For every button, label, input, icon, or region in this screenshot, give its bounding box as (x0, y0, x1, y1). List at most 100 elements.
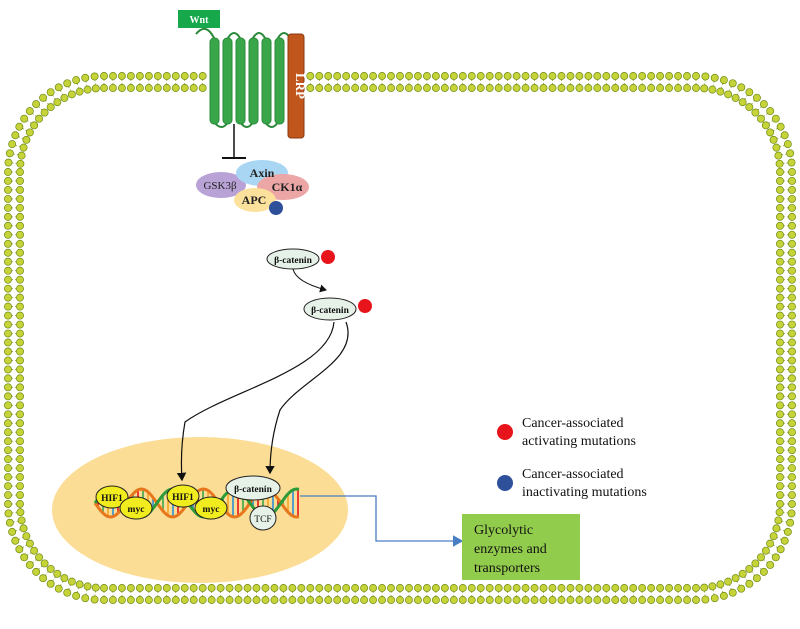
phospholipid-head (788, 230, 796, 239)
phospholipid-head (171, 72, 180, 80)
phospholipid-head (378, 584, 387, 592)
phospholipid-head (270, 584, 279, 592)
phospholipid-head (776, 374, 784, 383)
phospholipid-head (548, 72, 557, 80)
phospholipid-head (378, 72, 387, 80)
phospholipid-head (449, 596, 458, 604)
phospholipid-head (4, 356, 12, 365)
phospholipid-head (745, 103, 754, 112)
phospholipid-head (548, 584, 557, 592)
phospholipid-head (752, 574, 761, 583)
phospholipid-head (216, 584, 225, 592)
phospholipid-head (16, 401, 24, 410)
phospholipid-head (738, 98, 747, 107)
phospholipid-head (63, 79, 72, 88)
phospholipid-head (32, 567, 41, 576)
phospholipid-head (270, 596, 279, 604)
phospholipid-head (16, 248, 24, 257)
phospholipid-head (16, 311, 24, 320)
phospholipid-head (387, 584, 395, 592)
phospholipid-head (494, 72, 503, 80)
phospholipid-head (719, 76, 728, 85)
phospholipid-head (100, 596, 108, 604)
phospholipid-head (90, 72, 99, 81)
phospholipid-head (4, 374, 12, 383)
phospholipid-head (306, 584, 315, 592)
phospholipid-head (776, 275, 784, 284)
phospholipid-head (788, 500, 796, 508)
gsk3b-label: GSK3β (203, 180, 237, 192)
phospholipid-head (25, 539, 34, 548)
phospholipid-head (324, 596, 333, 604)
phospholipid-head (171, 84, 180, 92)
phospholipid-head (788, 437, 796, 446)
phospholipid-head (548, 596, 557, 604)
phospholipid-head (788, 482, 796, 491)
phospholipid-head (46, 579, 55, 588)
phospholipid-head (485, 84, 494, 92)
phospholipid-head (602, 584, 611, 592)
phospholipid-head (16, 203, 24, 212)
phospholipid-head (4, 401, 12, 410)
phospholipid-head (60, 574, 69, 583)
phospholipid-head (360, 596, 369, 604)
phospholipid-head (776, 293, 784, 302)
phospholipid-head (692, 596, 700, 604)
frizzled-receptor (195, 27, 303, 128)
phospholipid-head (351, 72, 360, 80)
phospholipid-head (4, 500, 12, 508)
phospholipid-head (189, 584, 198, 592)
phospholipid-head (774, 151, 783, 160)
phospholipid-head (708, 582, 717, 591)
phospholipid-head (521, 584, 530, 592)
phospholipid-head (485, 584, 494, 592)
phospholipid-head (467, 596, 476, 604)
phospholipid-head (458, 84, 467, 92)
phospholipid-head (4, 482, 12, 491)
phospholipid-head (788, 248, 796, 257)
beta-catenin-cytoplasm-2: β-catenin (303, 297, 372, 321)
phospholipid-head (440, 584, 449, 592)
phospholipid-head (117, 596, 126, 604)
phospholipid-head (369, 596, 378, 604)
phospholipid-head (180, 584, 189, 592)
phospholipid-head (449, 584, 458, 592)
phospholipid-head (776, 239, 784, 248)
phospholipid-head (431, 596, 440, 604)
phospholipid-head (494, 84, 503, 92)
phospholipid-head (665, 72, 674, 80)
phospholipid-head (440, 72, 449, 80)
phospholipid-head (5, 518, 14, 527)
phospholipid-head (724, 90, 733, 99)
phospholipid-head (745, 564, 754, 573)
phospholipid-head (396, 584, 404, 592)
phospholipid-head (731, 574, 740, 583)
phospholipid-head (629, 596, 638, 604)
phospholipid-head (4, 177, 12, 185)
phospholipid-head (774, 516, 783, 525)
phospholipid-head (162, 596, 171, 604)
phospholipid-head (775, 508, 784, 517)
phospholipid-head (81, 73, 90, 82)
phospholipid-head (60, 93, 69, 102)
phospholipid-head (665, 596, 674, 604)
phospholipid-head (4, 428, 12, 437)
phospholipid-head (776, 383, 784, 392)
phospholipid-head (724, 577, 733, 586)
phospholipid-head (539, 72, 548, 80)
phospholipid-head (53, 98, 62, 107)
phospholipid-head (4, 230, 12, 239)
phospholipid-head (647, 596, 656, 604)
phospholipid-head (4, 185, 12, 194)
phospholipid-head (458, 584, 467, 592)
phospholipid-head (333, 84, 342, 92)
phospholipid-head (279, 584, 288, 592)
phospholipid-head (162, 584, 171, 592)
phospholipid-head (333, 596, 342, 604)
phospholipid-head (162, 72, 171, 80)
phospholipid-head (207, 596, 216, 604)
phospholipid-head (566, 596, 575, 604)
phospholipid-head (16, 221, 24, 230)
phospholipid-head (449, 72, 458, 80)
